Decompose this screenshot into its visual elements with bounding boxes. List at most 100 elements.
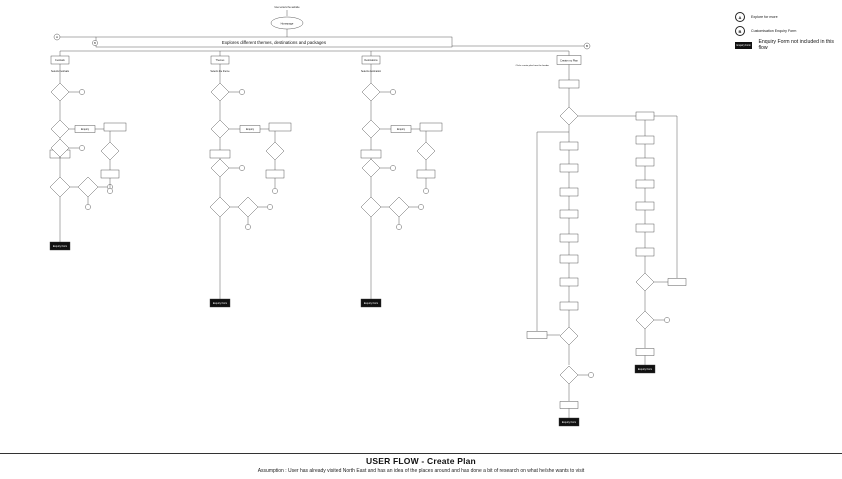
edit-box <box>526 331 548 339</box>
plan-step-box <box>559 254 579 264</box>
homepage-label: Homepage <box>281 22 294 26</box>
enquiry-form-label: Enquiry Form <box>213 302 227 305</box>
connector-a-icon: A <box>735 12 745 22</box>
decision-diamond <box>388 196 410 218</box>
column-head-label: Festivals <box>55 59 65 62</box>
connector-circle <box>588 372 594 378</box>
enquiry-form-label: Enquiry Form <box>364 302 378 305</box>
connector-circle <box>79 145 85 151</box>
enquire-label: Enquiry <box>246 128 255 131</box>
plan-step-box <box>559 163 579 173</box>
entry-label: User enters the website <box>274 6 300 9</box>
decision-diamond <box>237 196 259 218</box>
edit-box <box>667 278 687 286</box>
connector-circle <box>267 204 273 210</box>
enquiry-form-label: Enquiry Form <box>638 368 652 371</box>
plan-step-box <box>635 201 655 211</box>
plan-step-box <box>635 111 655 121</box>
plan-step-box <box>559 301 579 311</box>
connector-circle <box>85 204 91 210</box>
page-title: USER FLOW - Create Plan <box>366 456 476 466</box>
connector-circle <box>79 89 85 95</box>
decision-diamond <box>77 176 99 198</box>
region-select-box <box>558 79 580 89</box>
decision-diamond <box>50 119 70 139</box>
enquire-label: Enquiry <box>81 128 90 131</box>
legend-enquiry-label: Enquiry Form not included in this flow <box>758 39 834 51</box>
enquiry-form-label: Enquiry Form <box>562 421 576 424</box>
plan-step-box <box>559 277 579 287</box>
connector-circle <box>418 204 424 210</box>
customise-result-box <box>265 169 285 179</box>
connector-circle <box>239 165 245 171</box>
plan-step-box <box>635 247 655 257</box>
legend-a: A Explore for more <box>735 12 778 22</box>
column-head-label: Destinations <box>364 59 378 62</box>
connector-b-label: B <box>94 41 96 45</box>
plan-step-box <box>635 157 655 167</box>
connector-b-label: B <box>586 44 588 48</box>
enquiry-form-box <box>558 417 580 427</box>
connector-circle <box>272 188 278 194</box>
customise-result-box <box>100 169 120 179</box>
enquiry-form-box <box>209 298 231 308</box>
customisation-box <box>103 122 127 132</box>
plan-step-box <box>559 187 579 197</box>
customisation-box <box>268 122 292 132</box>
send-enquiry-box <box>559 401 579 409</box>
decision-diamond <box>209 196 231 218</box>
connector-circle <box>239 89 245 95</box>
legend-b-label: Customisation Enquiry Form <box>751 29 797 33</box>
details-box <box>360 149 382 159</box>
decision-diamond <box>210 82 230 102</box>
connector-circle <box>107 188 113 194</box>
decision-diamond <box>559 326 579 346</box>
user-flow-diagram: User enters the websiteHomepageExplores … <box>49 6 687 427</box>
decision-diamond <box>361 82 381 102</box>
plan-step-box <box>559 209 579 219</box>
send-enquiry-box <box>635 348 655 356</box>
decision-diamond <box>559 106 579 126</box>
connector-circle <box>245 224 251 230</box>
connector-b-icon: B <box>735 26 745 36</box>
details-box <box>209 149 231 159</box>
column-note: Selects destination <box>361 70 382 73</box>
legend-a-label: Explore for more <box>751 15 778 19</box>
decision-diamond <box>50 82 70 102</box>
footer-divider <box>0 453 842 454</box>
connector-b-icon <box>92 40 98 46</box>
enquiry-form-label: Enquiry Form <box>53 245 67 248</box>
plan-step-box <box>559 141 579 151</box>
decision-diamond <box>559 365 579 385</box>
legend-b: B Customisation Enquiry Form <box>735 26 796 36</box>
decision-diamond <box>210 119 230 139</box>
decision-diamond <box>360 196 382 218</box>
decision-diamond <box>635 310 655 330</box>
column-head-label: Themes <box>216 59 225 62</box>
create-plan-label: Create my Plan <box>560 59 578 63</box>
decision-diamond <box>49 176 71 198</box>
plan-step-box <box>635 179 655 189</box>
decision-diamond <box>416 141 436 161</box>
assumption-text: Assumption : User has already visited No… <box>257 468 585 474</box>
plan-step-box <box>559 233 579 243</box>
connector-circle <box>390 165 396 171</box>
enquiry-form-swatch: Enquiry Form <box>735 41 753 49</box>
enquiry-form-box <box>360 298 382 308</box>
legend-enquiry: Enquiry Form Enquiry Form not included i… <box>735 39 842 51</box>
enquire-label: Enquiry <box>397 128 406 131</box>
connector-circle <box>390 89 396 95</box>
column-note: Selects Festivals <box>51 70 70 73</box>
decision-diamond <box>210 158 230 178</box>
decision-diamond <box>635 272 655 292</box>
decision-diamond <box>265 141 285 161</box>
explore-label: Explores different themes, destinations … <box>222 40 327 45</box>
connector-circle <box>664 317 670 323</box>
connector-circle <box>423 188 429 194</box>
create-plan-note: Clicks create plan from the header <box>516 64 550 67</box>
enquiry-form-box <box>49 241 71 251</box>
enquiry-form-box <box>634 364 656 374</box>
decision-diamond <box>361 158 381 178</box>
decision-diamond <box>100 141 120 161</box>
customise-result-box <box>416 169 436 179</box>
